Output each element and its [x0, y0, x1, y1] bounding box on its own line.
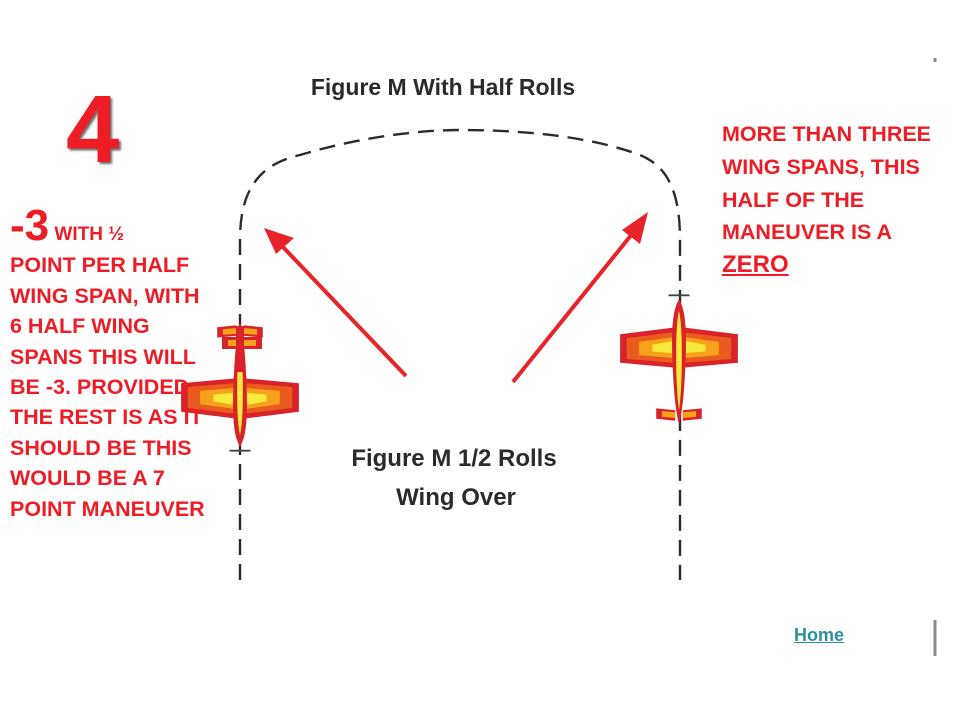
score-suffix: WITH ½ [49, 224, 125, 245]
left-annotation-body: POINT PER HALF WING SPAN, WITH 6 HALF WI… [10, 253, 205, 521]
right-annotation: MORE THAN THREE WING SPANS, THIS HALF OF… [722, 118, 937, 282]
flight-path [238, 128, 682, 580]
zero-emphasis: ZERO [722, 251, 789, 279]
right-annotation-body: MORE THAN THREE WING SPANS, THIS HALF OF… [722, 122, 932, 245]
figure-middle-subtitle: Wing Over [396, 484, 516, 511]
left-plane-tail-icon [222, 326, 262, 372]
left-arrow [264, 228, 408, 378]
right-arrow [511, 212, 648, 384]
slide-number: 4 [66, 76, 120, 183]
figure-top-title: Figure M With Half Rolls [311, 74, 575, 100]
figure-middle-title: Figure M 1/2 Rolls [351, 445, 556, 472]
home-link[interactable]: Home [794, 625, 845, 645]
score-value: -3 [10, 201, 50, 250]
left-annotation: -3 WITH ½ POINT PER HALF WING SPAN, WITH… [10, 204, 210, 524]
right-plane-icon [619, 294, 739, 426]
